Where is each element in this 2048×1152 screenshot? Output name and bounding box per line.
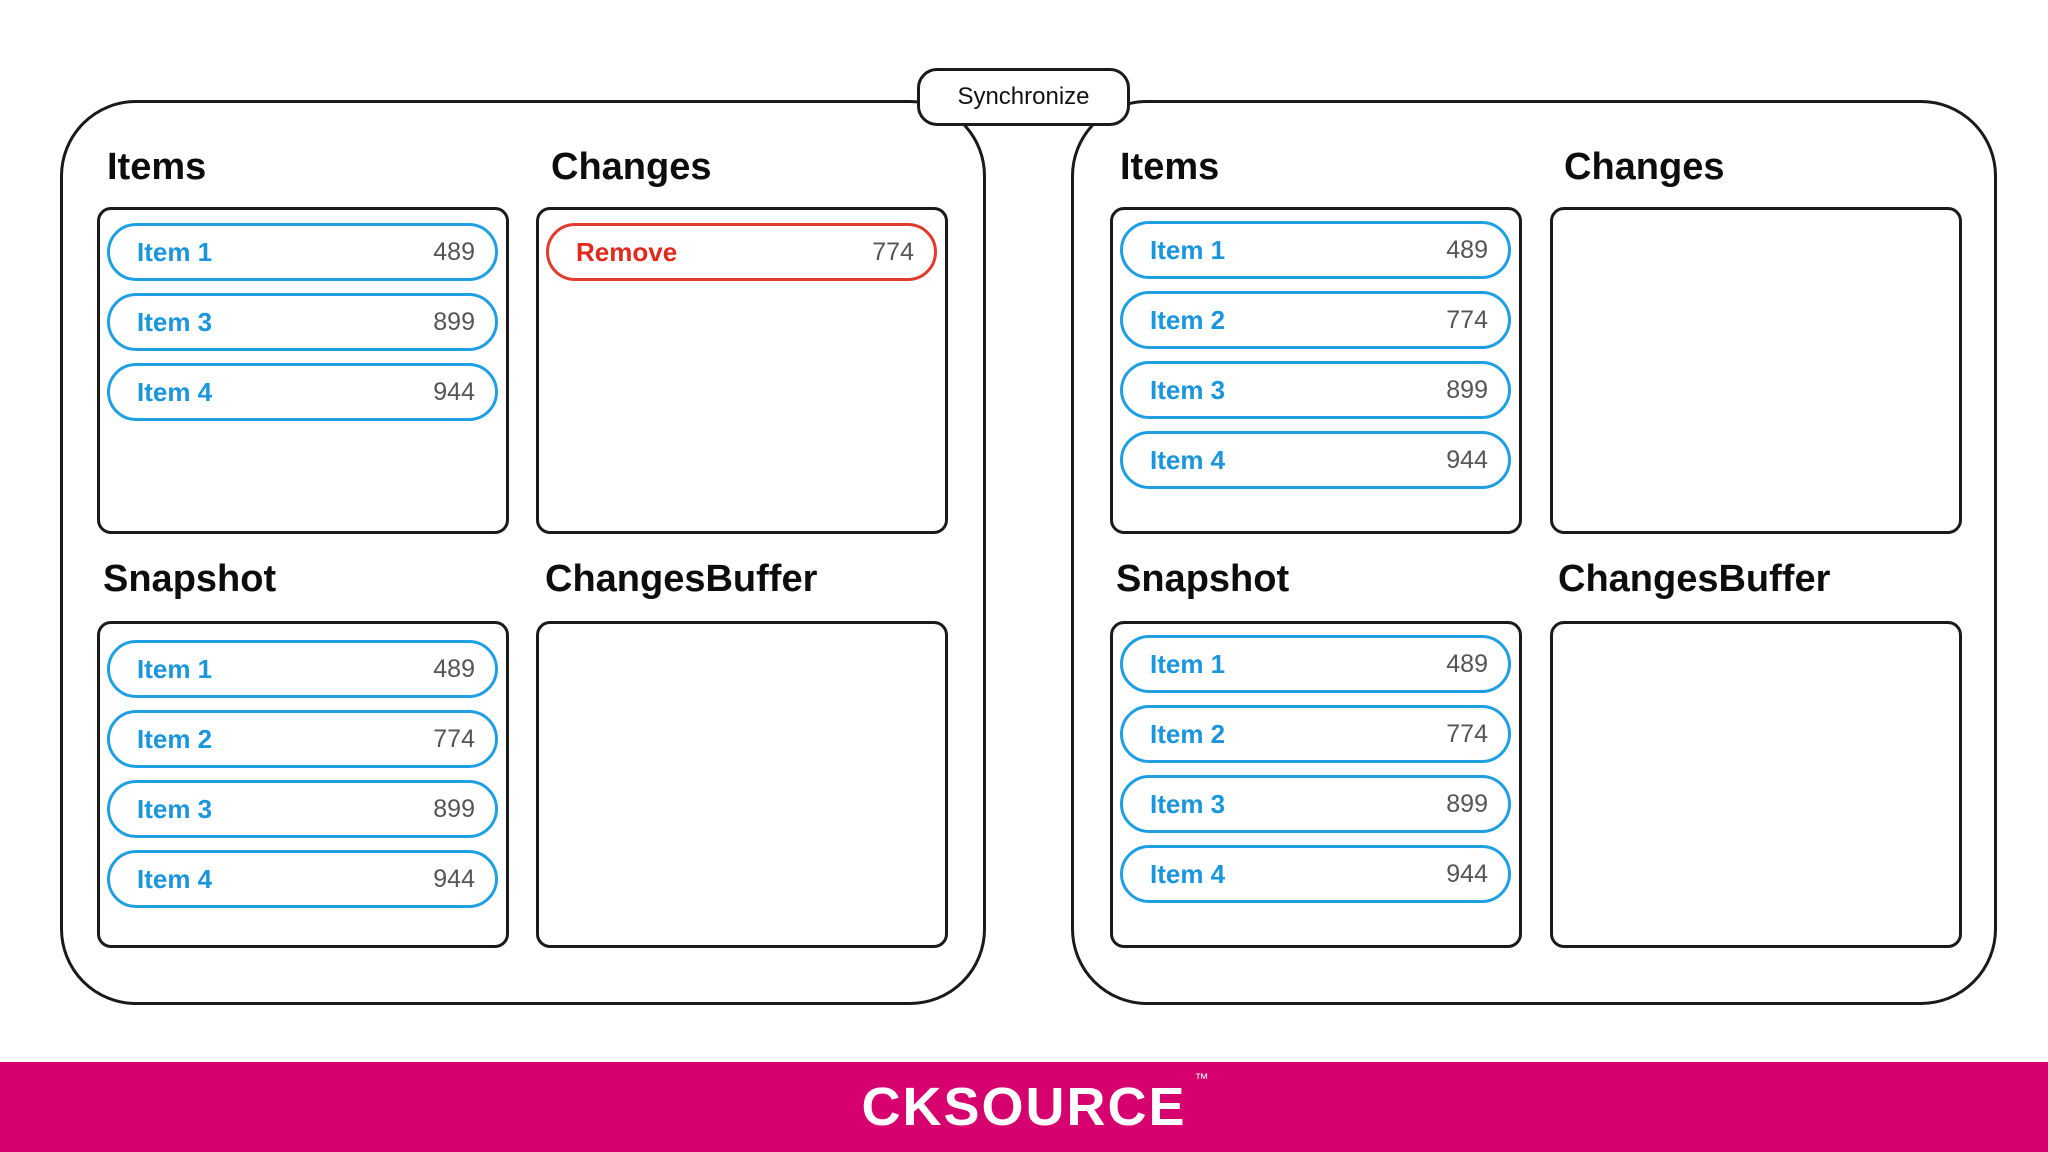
- item-label: Item 1: [1150, 234, 1226, 265]
- item-label: Item 3: [137, 793, 213, 824]
- item-value: 899: [1446, 789, 1488, 818]
- changes-title: Changes: [1564, 146, 1725, 188]
- list-item[interactable]: Item 3 899: [107, 780, 498, 838]
- items-title: Items: [1120, 146, 1220, 188]
- list-item[interactable]: Item 4 944: [107, 363, 498, 421]
- items-title: Items: [107, 146, 207, 188]
- item-label: Item 4: [1150, 444, 1226, 475]
- list-item[interactable]: Item 3 899: [1120, 361, 1511, 419]
- left-state-panel: Items Item 1 489 Item 3 899 Item 4 944 Chan…: [60, 100, 986, 1005]
- item-value: 774: [433, 724, 475, 753]
- item-value: 899: [1446, 375, 1488, 404]
- item-value: 774: [1446, 719, 1488, 748]
- list-item[interactable]: Item 4 944: [1120, 845, 1511, 903]
- snapshot-box: Item 1 489 Item 2 774 Item 3 899 Item 4 944: [97, 621, 509, 948]
- item-value: 489: [433, 237, 475, 266]
- items-box: Item 1 489 Item 3 899 Item 4 944: [97, 207, 509, 534]
- list-item[interactable]: Item 2 774: [1120, 291, 1511, 349]
- trademark-symbol: ™: [1194, 1070, 1209, 1086]
- item-label: Item 4: [137, 376, 213, 407]
- list-item[interactable]: Item 3 899: [1120, 775, 1511, 833]
- item-value: 774: [1446, 305, 1488, 334]
- right-state-panel: Items Item 1 489 Item 2 774 Item 3 899 Item…: [1071, 100, 1997, 1005]
- snapshot-title: Snapshot: [103, 558, 277, 600]
- item-value: 899: [433, 307, 475, 336]
- item-value: 944: [433, 377, 475, 406]
- item-label: Item 1: [1150, 648, 1226, 679]
- item-value: 489: [1446, 649, 1488, 678]
- list-item[interactable]: Item 2 774: [1120, 705, 1511, 763]
- snapshot-box: Item 1 489 Item 2 774 Item 3 899 Item 4 944: [1110, 621, 1522, 948]
- list-item[interactable]: Item 1 489: [107, 640, 498, 698]
- changesbuffer-box: [536, 621, 948, 948]
- list-item[interactable]: Item 4 944: [107, 850, 498, 908]
- item-label: Item 3: [1150, 788, 1226, 819]
- item-value: 489: [433, 654, 475, 683]
- item-value: 944: [1446, 859, 1488, 888]
- item-label: Item 2: [137, 723, 213, 754]
- item-label: Item 2: [1150, 304, 1226, 335]
- list-item[interactable]: Item 4 944: [1120, 431, 1511, 489]
- changesbuffer-box: [1550, 621, 1962, 948]
- list-item[interactable]: Item 3 899: [107, 293, 498, 351]
- items-box: Item 1 489 Item 2 774 Item 3 899 Item 4 944: [1110, 207, 1522, 534]
- change-label: Remove: [576, 236, 678, 267]
- logo-text: CKSOURCE: [861, 1077, 1187, 1137]
- item-label: Item 3: [137, 306, 213, 337]
- list-item[interactable]: Item 1 489: [1120, 635, 1511, 693]
- item-label: Item 2: [1150, 718, 1226, 749]
- changes-box: Remove 774: [536, 207, 948, 534]
- item-label: Item 4: [1150, 858, 1226, 889]
- synchronize-button[interactable]: Synchronize: [917, 68, 1130, 126]
- changesbuffer-title: ChangesBuffer: [1558, 558, 1831, 600]
- footer-bar: CKSOURCE ™: [0, 1062, 2048, 1152]
- item-label: Item 1: [137, 236, 213, 267]
- item-value: 944: [433, 864, 475, 893]
- list-item[interactable]: Item 1 489: [1120, 221, 1511, 279]
- item-value: 944: [1446, 445, 1488, 474]
- change-remove[interactable]: Remove 774: [546, 223, 937, 281]
- cksource-logo: CKSOURCE ™: [861, 1070, 1208, 1138]
- changes-box: [1550, 207, 1962, 534]
- changes-title: Changes: [551, 146, 712, 188]
- list-item[interactable]: Item 2 774: [107, 710, 498, 768]
- item-value: 899: [433, 794, 475, 823]
- item-label: Item 1: [137, 653, 213, 684]
- change-value: 774: [872, 237, 914, 266]
- snapshot-title: Snapshot: [1116, 558, 1290, 600]
- item-label: Item 4: [137, 863, 213, 894]
- item-value: 489: [1446, 235, 1488, 264]
- item-label: Item 3: [1150, 374, 1226, 405]
- changesbuffer-title: ChangesBuffer: [545, 558, 818, 600]
- list-item[interactable]: Item 1 489: [107, 223, 498, 281]
